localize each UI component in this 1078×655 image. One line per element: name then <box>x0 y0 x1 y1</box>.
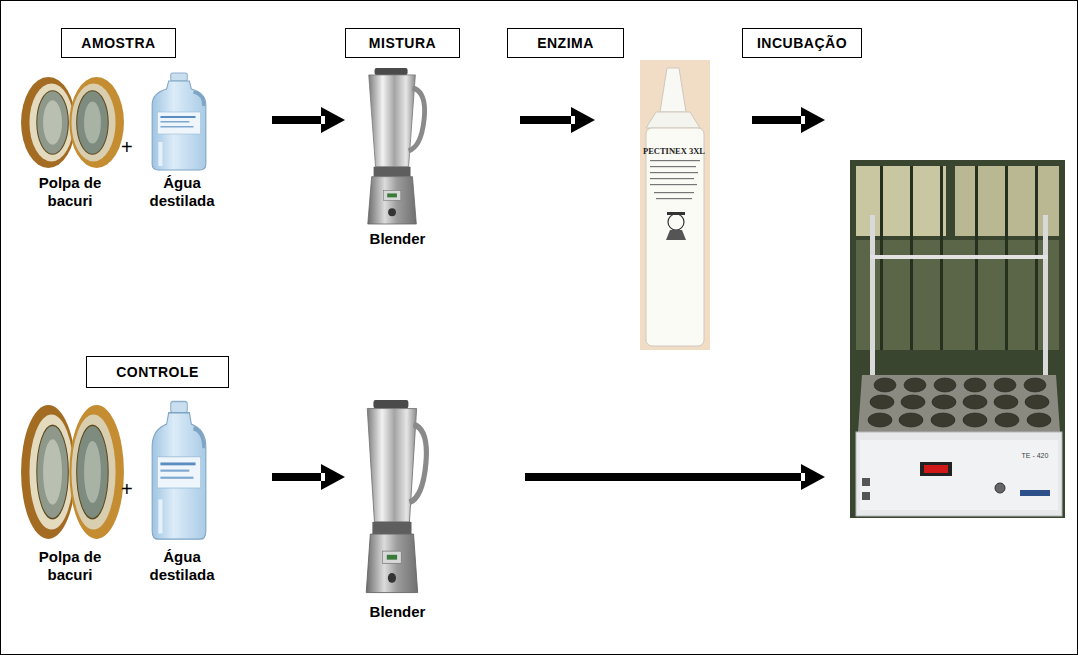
enzyme-bottle-photo <box>640 60 710 350</box>
blender-illustration <box>366 400 426 593</box>
step-header: ENZIMA <box>507 28 624 58</box>
blender-item: Blender <box>355 65 440 251</box>
step-title: INCUBAÇÃO <box>757 35 847 51</box>
sample-illustration <box>21 73 206 170</box>
step-header: INCUBAÇÃO <box>742 28 862 58</box>
control-header: CONTROLE <box>86 356 229 388</box>
plus-sign: + <box>121 478 133 500</box>
item-caption: Blender <box>355 230 440 248</box>
blender-illustration <box>368 68 425 224</box>
sample-group: Polpa de bacuri Água destilada <box>15 400 230 600</box>
flow-arrow <box>752 107 825 133</box>
step-header: AMOSTRA <box>61 28 176 58</box>
item-caption: Blender <box>355 603 440 621</box>
step-title: AMOSTRA <box>81 35 155 51</box>
flow-arrow <box>272 107 345 133</box>
flow-arrow <box>525 464 825 490</box>
enzyme-item: PECTINEX 3XL <box>638 58 710 350</box>
item-caption: Polpa de bacuri <box>20 174 120 210</box>
flow-arrow <box>520 107 595 133</box>
step-title: CONTROLE <box>116 364 199 380</box>
step-title: ENZIMA <box>537 35 594 51</box>
incubator-photo <box>850 160 1065 518</box>
control-illustration <box>21 401 206 539</box>
flow-arrow <box>272 464 345 490</box>
blender-item: Blender <box>355 398 440 633</box>
item-caption: Polpa de bacuri <box>20 548 120 584</box>
item-caption: PECTINEX 3XL <box>638 146 710 156</box>
step-title: MISTURA <box>369 35 436 51</box>
item-caption: TE - 420 <box>1010 452 1060 460</box>
step-header: MISTURA <box>345 28 460 58</box>
incubator-item: TE - 420 <box>850 100 1065 520</box>
item-caption: Água destilada <box>143 548 221 584</box>
plus-sign: + <box>121 136 133 158</box>
item-caption: Água destilada <box>143 174 221 210</box>
